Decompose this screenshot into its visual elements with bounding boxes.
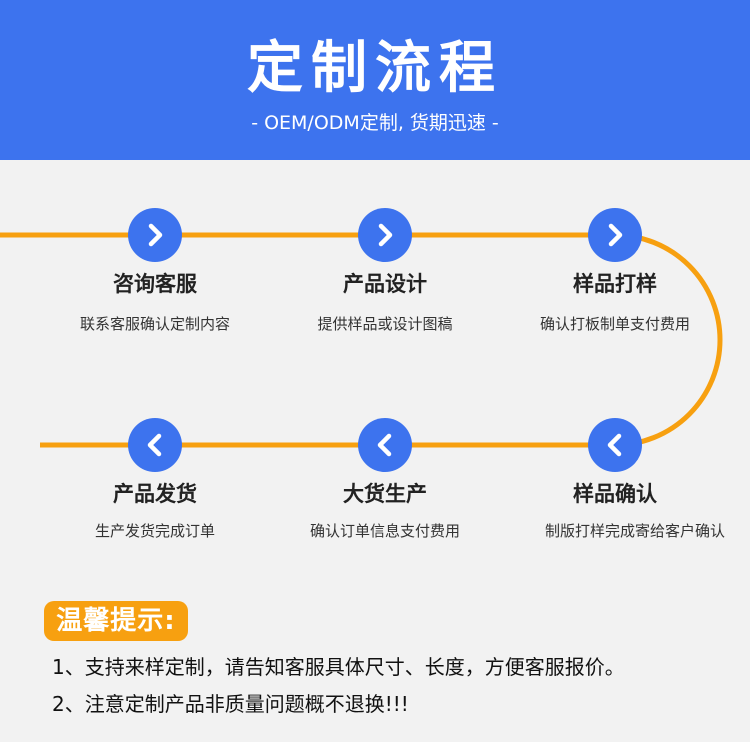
step-1-arrow-button bbox=[128, 208, 182, 262]
chevron-left-icon bbox=[147, 433, 162, 457]
step-3-arrow-button bbox=[588, 208, 642, 262]
step-1-title: 咨询客服 bbox=[113, 272, 197, 296]
chevron-left-icon bbox=[607, 433, 622, 457]
flow-path bbox=[0, 232, 723, 448]
tip-item-1: 1、支持来样定制，请告知客服具体尺寸、长度，方便客服报价。 bbox=[52, 655, 625, 679]
step-4-desc: 制版打样完成寄给客户确认 bbox=[544, 522, 725, 540]
chevron-left-icon bbox=[377, 433, 392, 457]
process-flow: 咨询客服 联系客服确认定制内容 产品设计 提供样品或设计图稿 样品打样 确认打板… bbox=[0, 160, 750, 590]
step-2-arrow-button bbox=[358, 208, 412, 262]
step-5-arrow-button bbox=[358, 418, 412, 472]
chevron-right-icon bbox=[378, 223, 393, 247]
step-3-desc: 确认打板制单支付费用 bbox=[539, 315, 690, 333]
step-6-desc: 生产发货完成订单 bbox=[94, 522, 215, 540]
step-6-arrow-button bbox=[128, 418, 182, 472]
chevron-right-icon bbox=[608, 223, 623, 247]
step-5-desc: 确认订单信息支付费用 bbox=[309, 522, 460, 540]
page-title: 定制流程 bbox=[247, 36, 503, 101]
step-6-title: 产品发货 bbox=[113, 482, 197, 506]
page-subtitle: - OEM/ODM定制, 货期迅速 - bbox=[251, 112, 499, 134]
tip-item-2: 2、注意定制产品非质量问题概不退换!!! bbox=[52, 692, 409, 716]
step-1-desc: 联系客服确认定制内容 bbox=[79, 315, 230, 333]
header-banner: 定制流程 - OEM/ODM定制, 货期迅速 - bbox=[0, 0, 750, 160]
chevron-right-icon bbox=[148, 223, 163, 247]
step-3-title: 样品打样 bbox=[573, 272, 657, 296]
step-4-title: 样品确认 bbox=[573, 482, 657, 506]
step-4-arrow-button bbox=[588, 418, 642, 472]
tips-label-badge: 温馨提示: bbox=[44, 601, 188, 641]
step-2-desc: 提供样品或设计图稿 bbox=[317, 315, 453, 333]
step-5-title: 大货生产 bbox=[343, 482, 427, 506]
step-2-title: 产品设计 bbox=[343, 272, 427, 296]
